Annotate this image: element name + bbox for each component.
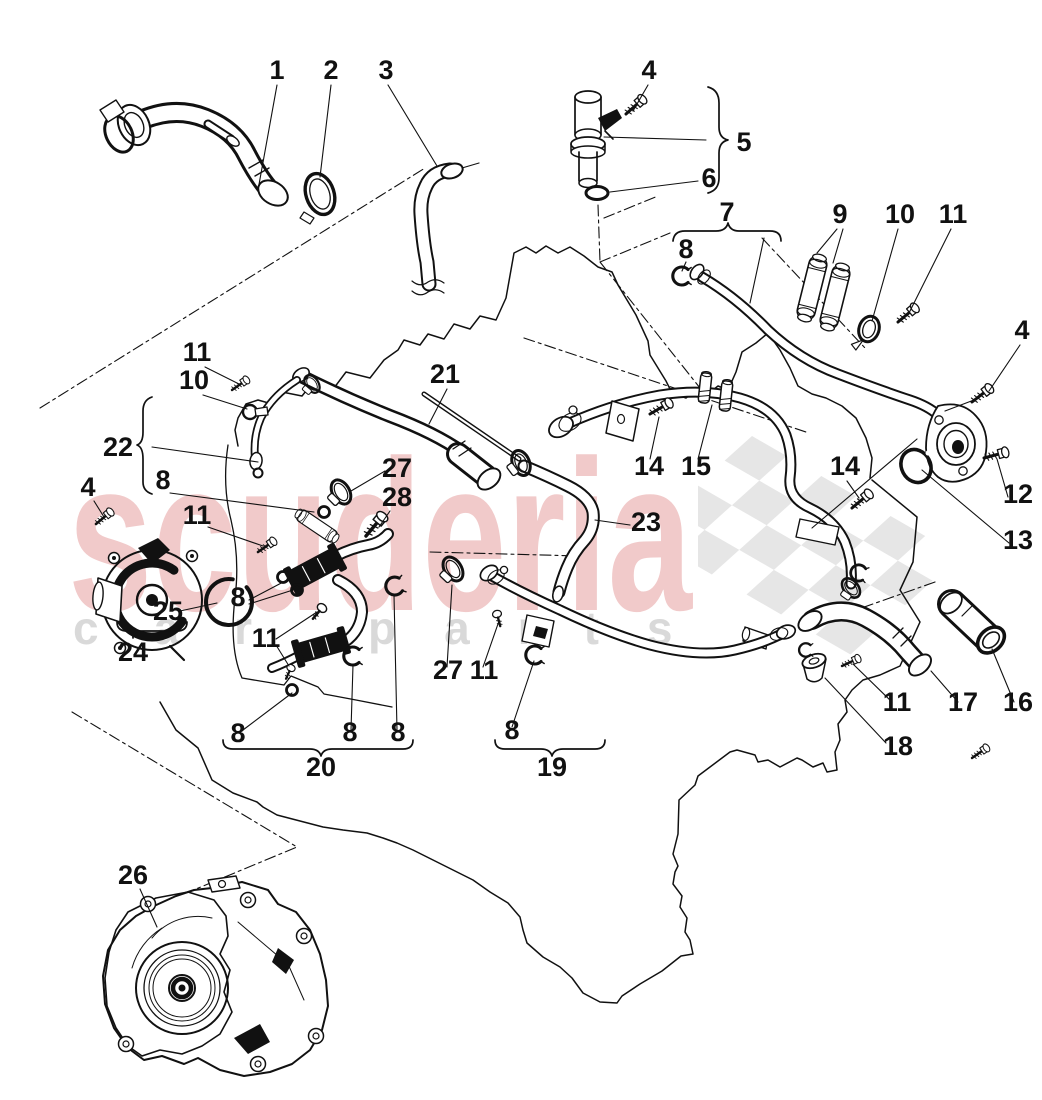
callout-8c[interactable]: 8: [230, 582, 245, 612]
retaining-ring-25-icon: [204, 577, 254, 627]
callout-26[interactable]: 26: [118, 860, 148, 890]
callout-18[interactable]: 18: [883, 731, 913, 761]
callout-11f[interactable]: 11: [883, 687, 912, 717]
callout-11d[interactable]: 11: [252, 623, 281, 653]
engine-outline-inner-edge: [224, 444, 393, 708]
screw-14b-icon: [846, 485, 877, 514]
callout-11e[interactable]: 11: [470, 655, 499, 685]
callout-11c[interactable]: 11: [183, 500, 212, 530]
callout-6[interactable]: 6: [701, 163, 716, 193]
bolt-4-icon: [620, 91, 651, 120]
callout-8f[interactable]: 8: [390, 717, 405, 747]
callout-28[interactable]: 28: [382, 482, 412, 512]
callout-8d[interactable]: 8: [230, 718, 245, 748]
pipe-3-drawing: [411, 162, 464, 296]
grouping-braces: [116, 86, 782, 757]
callout-15[interactable]: 15: [681, 451, 711, 481]
seal-6-icon: [584, 185, 610, 201]
gasket-13-icon: [899, 447, 933, 485]
callout-21[interactable]: 21: [430, 359, 460, 389]
callout-11b[interactable]: 11: [183, 337, 212, 367]
callout-1[interactable]: 1: [269, 55, 284, 85]
callout-8b[interactable]: 8: [155, 465, 170, 495]
dampers-9-drawing: [794, 251, 853, 334]
callout-9[interactable]: 9: [832, 199, 847, 229]
callout-8[interactable]: 8: [678, 234, 693, 264]
callout-27[interactable]: 27: [382, 453, 412, 483]
pipe-15-drawing: [548, 370, 877, 590]
callout-10[interactable]: 10: [885, 199, 915, 229]
callout-5[interactable]: 5: [736, 127, 751, 157]
callout-8g[interactable]: 8: [504, 715, 519, 745]
hose-17-drawing: [797, 573, 993, 763]
screw-11-icon: [892, 299, 923, 328]
junction-cluster-drawing: [254, 474, 408, 697]
clip-10b-icon: [241, 403, 269, 421]
callout-13[interactable]: 13: [1003, 525, 1033, 555]
callout-2[interactable]: 2: [323, 55, 338, 85]
callout-19[interactable]: 19: [537, 752, 567, 782]
callout-14[interactable]: 14: [634, 451, 664, 481]
callout-4[interactable]: 4: [641, 55, 656, 85]
grommet-18-drawing: [797, 642, 827, 683]
callout-11[interactable]: 11: [939, 199, 968, 229]
bracket-14-icon: [605, 400, 640, 442]
callout-4c[interactable]: 4: [80, 472, 95, 502]
callout-12[interactable]: 12: [1003, 479, 1033, 509]
callout-23[interactable]: 23: [631, 507, 661, 537]
alternator-drawing: [102, 875, 329, 1077]
screw-4-icon: [967, 380, 997, 408]
flange-drawing: [899, 380, 1012, 485]
watermark-sub-right: parts: [368, 602, 720, 654]
hose-23-drawing: [421, 391, 600, 603]
callout-25[interactable]: 25: [153, 596, 183, 626]
pipe-7-drawing: [671, 263, 944, 421]
callout-4b[interactable]: 4: [1014, 315, 1029, 345]
callout-labels: 1 2 3 4 5 6 7 8 9 10 11 4 11 10 21 22 8 …: [80, 55, 1033, 890]
hose-1-drawing: [99, 99, 289, 207]
screw-11g-icon: [838, 652, 864, 672]
callout-27b[interactable]: 27: [433, 655, 463, 685]
pipe-19-drawing: [431, 551, 797, 666]
callout-10b[interactable]: 10: [179, 365, 209, 395]
clip-10-drawing: [850, 314, 881, 351]
hose-clamp-2-drawing: [299, 171, 337, 225]
callout-16[interactable]: 16: [1003, 687, 1033, 717]
engine-outline-lower: [159, 479, 921, 1004]
callout-7[interactable]: 7: [719, 197, 734, 227]
callout-20[interactable]: 20: [306, 752, 336, 782]
screw-11c-icon: [228, 373, 253, 395]
leader-lines: [93, 84, 1021, 928]
hose-21-drawing: [292, 367, 502, 491]
callout-14b[interactable]: 14: [830, 451, 860, 481]
water-pump-drawing: [91, 505, 254, 662]
diagram-art: [39, 84, 1021, 1077]
callout-24[interactable]: 24: [118, 637, 148, 667]
pipe-22-drawing: [228, 373, 301, 479]
callout-17[interactable]: 17: [948, 687, 978, 717]
fitting-5-drawing: [570, 90, 651, 201]
callout-3[interactable]: 3: [378, 55, 393, 85]
connector-16-drawing: [937, 589, 1007, 655]
callout-8e[interactable]: 8: [342, 717, 357, 747]
callout-22[interactable]: 22: [103, 432, 133, 462]
